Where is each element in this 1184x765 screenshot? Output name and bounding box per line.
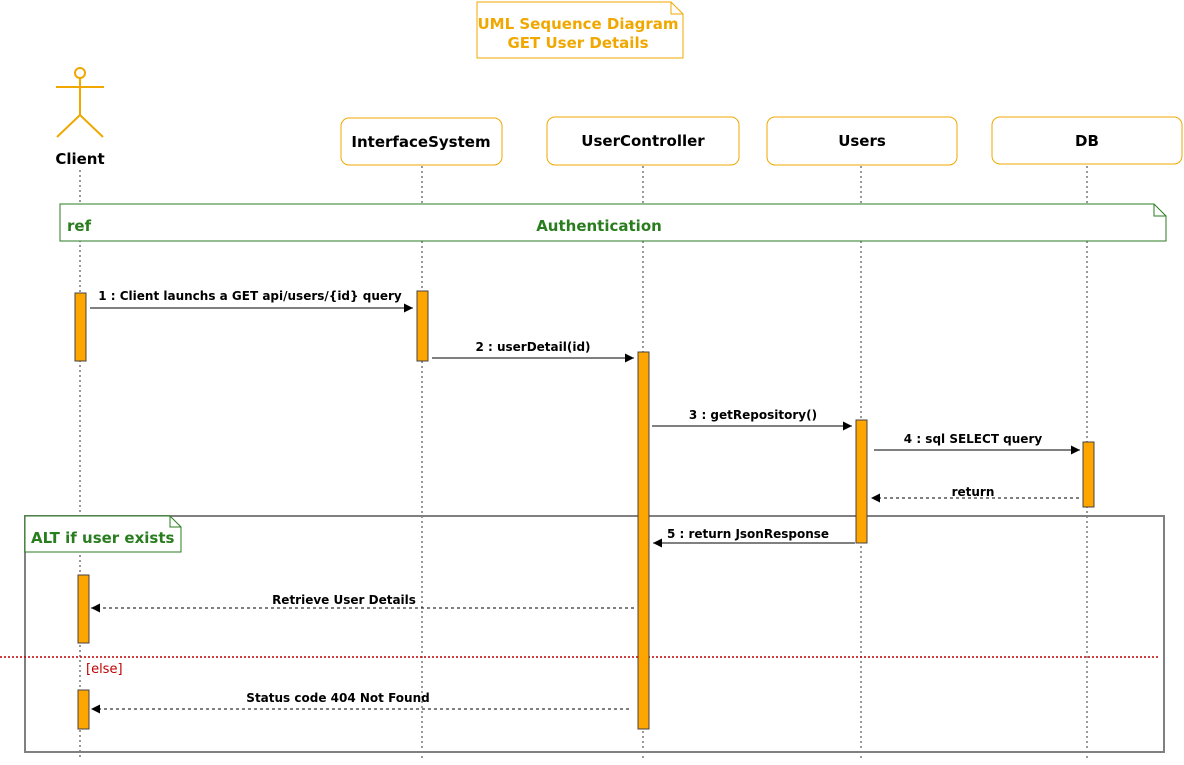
participant-label-controller: UserController: [581, 132, 705, 150]
participant-label-users: Users: [838, 132, 886, 150]
message-404: Status code 404 Not Found: [91, 691, 629, 714]
activation-client-2: [77, 574, 90, 644]
message-3-label: 3 : getRepository(): [689, 408, 817, 422]
ref-label: Authentication: [536, 217, 662, 235]
message-4-label: 4 : sql SELECT query: [904, 432, 1043, 446]
activation-users: [855, 419, 868, 544]
lifelines: [79, 166, 1088, 760]
message-4: 4 : sql SELECT query: [874, 432, 1080, 455]
alt-frame: ALT if user exists [else]: [0, 515, 1165, 753]
message-2: 2 : userDetail(id): [432, 340, 634, 363]
participant-controller: UserController: [546, 116, 740, 166]
activation-client-1: [74, 292, 87, 362]
title-line-2: GET User Details: [507, 34, 648, 52]
title-note: UML Sequence Diagram GET User Details: [476, 1, 684, 59]
actor-head: [74, 67, 86, 79]
message-retrieve-label: Retrieve User Details: [272, 593, 416, 607]
message-404-label: Status code 404 Not Found: [246, 691, 429, 705]
message-3: 3 : getRepository(): [652, 408, 852, 431]
actor-client: [56, 67, 104, 138]
activation-db: [1082, 441, 1095, 508]
activation-client-3: [77, 689, 90, 730]
participant-interface: InterfaceSystem: [340, 117, 503, 166]
actor-label: Client: [55, 150, 104, 168]
ref-tag: ref: [67, 217, 92, 235]
participant-label-db: DB: [1075, 132, 1099, 150]
participant-users: Users: [766, 116, 958, 166]
message-return-label: return: [952, 485, 995, 499]
participant-db: DB: [991, 116, 1183, 165]
message-1-label: 1 : Client launchs a GET api/users/{id} …: [98, 289, 402, 303]
alt-label: ALT if user exists: [31, 529, 175, 547]
message-retrieve: Retrieve User Details: [91, 593, 634, 613]
message-5-label: 5 : return JsonResponse: [667, 527, 829, 541]
message-return: return: [871, 485, 1079, 503]
title-line-1: UML Sequence Diagram: [477, 15, 678, 33]
else-guard: [else]: [86, 662, 123, 677]
message-5: 5 : return JsonResponse: [653, 527, 855, 548]
activation-controller: [637, 351, 650, 730]
message-2-label: 2 : userDetail(id): [475, 340, 590, 354]
message-1: 1 : Client launchs a GET api/users/{id} …: [90, 289, 413, 313]
messages: 1 : Client launchs a GET api/users/{id} …: [90, 289, 1080, 714]
ref-frame: ref Authentication: [59, 203, 1167, 242]
activations: [74, 290, 1095, 730]
participant-label-interface: InterfaceSystem: [351, 133, 490, 151]
activation-interface: [416, 290, 429, 362]
